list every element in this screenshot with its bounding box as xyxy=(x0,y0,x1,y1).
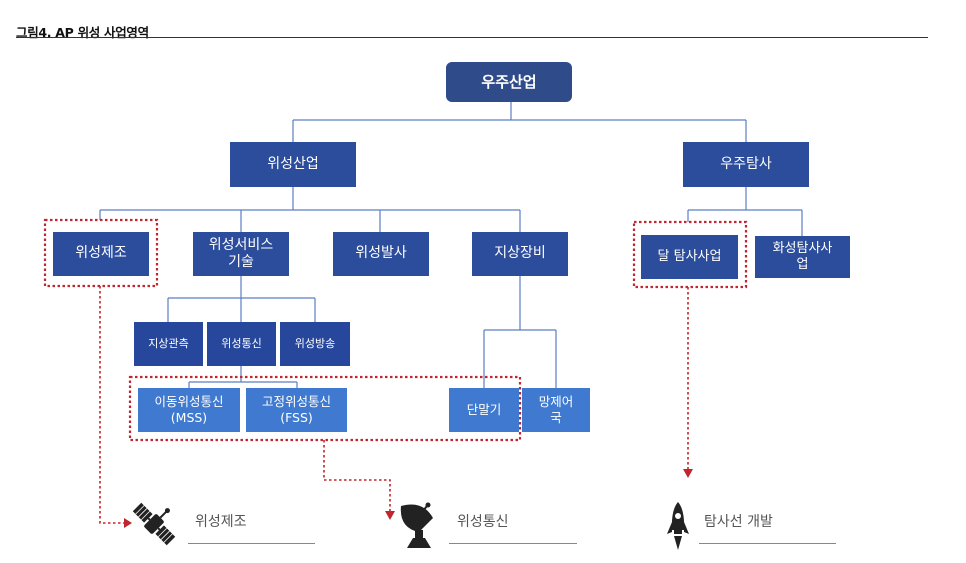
node-satellite-industry: 위성산업 xyxy=(230,142,356,187)
title-divider xyxy=(16,37,928,38)
node-label: 위성통신 xyxy=(221,337,262,351)
node-space-exploration: 우주탐사 xyxy=(683,142,809,187)
node-label: 이동위성통신 (MSS) xyxy=(154,394,224,425)
node-sat-manufacturing: 위성제조 xyxy=(53,232,149,276)
bottom-rule xyxy=(188,543,315,544)
node-label: 고정위성통신 (FSS) xyxy=(261,394,331,425)
rocket-icon xyxy=(666,500,690,556)
node-label: 위성방송 xyxy=(294,337,336,351)
node-sat-broadcasting: 위성방송 xyxy=(280,322,350,366)
node-lunar-exploration: 달 탐사사업 xyxy=(641,235,738,279)
node-label: 위성발사 xyxy=(355,245,407,262)
node-label: 망제어 국 xyxy=(538,394,574,425)
node-ground-observation: 지상관측 xyxy=(134,322,203,366)
node-sat-launch: 위성발사 xyxy=(333,232,429,276)
node-fss: 고정위성통신 (FSS) xyxy=(246,388,347,432)
satellite-dish-icon xyxy=(397,498,443,554)
bottom-label-manufacturing: 위성제조 xyxy=(195,514,247,530)
node-sat-communication: 위성통신 xyxy=(207,322,276,366)
node-label: 지상장비 xyxy=(494,245,546,262)
node-label: 우주탐사 xyxy=(720,155,772,172)
satellite-icon xyxy=(126,496,182,556)
node-label: 지상관측 xyxy=(148,337,189,351)
node-ground-equipment: 지상장비 xyxy=(472,232,568,276)
node-network-control: 망제어 국 xyxy=(522,388,590,432)
node-sat-service-tech: 위성서비스 기술 xyxy=(193,232,289,276)
bottom-rule xyxy=(449,543,577,544)
node-label: 위성제조 xyxy=(75,245,127,262)
figure-title: 그림4. AP 위성 사업영역 xyxy=(16,25,149,40)
bottom-label-spacecraft: 탐사선 개발 xyxy=(704,514,773,530)
node-terminal: 단말기 xyxy=(449,388,519,432)
node-label: 단말기 xyxy=(466,402,502,418)
node-mss: 이동위성통신 (MSS) xyxy=(138,388,240,432)
node-label: 화성탐사사 업 xyxy=(772,240,833,272)
node-label: 달 탐사사업 xyxy=(657,248,722,264)
node-mars-exploration: 화성탐사사 업 xyxy=(755,236,850,278)
node-label: 우주산업 xyxy=(481,72,537,91)
bottom-label-communication: 위성통신 xyxy=(457,514,509,530)
bottom-rule xyxy=(699,543,836,544)
node-space-industry: 우주산업 xyxy=(446,62,572,102)
node-label: 위성산업 xyxy=(267,155,319,172)
node-label: 위성서비스 기술 xyxy=(208,236,274,271)
